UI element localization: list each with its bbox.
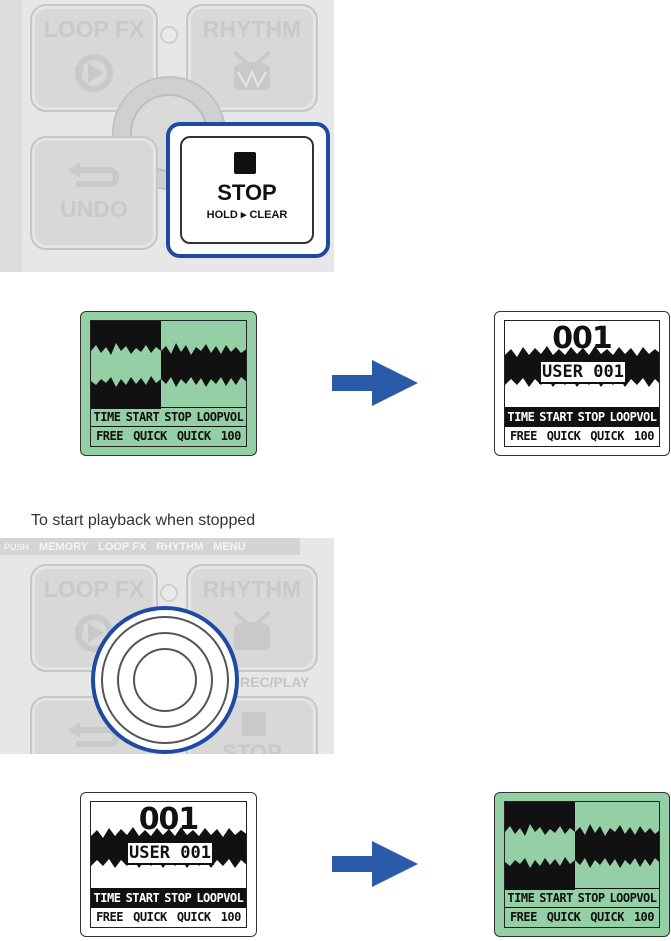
footswitch-highlight	[91, 606, 239, 754]
value-stop: QUICK	[176, 429, 211, 443]
header-stop: STOP	[577, 891, 605, 905]
arrow-right-icon	[332, 360, 418, 406]
undo-label: UNDO	[60, 196, 128, 222]
header-time: TIME	[93, 891, 121, 905]
value-stop: QUICK	[176, 910, 211, 924]
stop-label: STOP	[222, 740, 282, 754]
footswitch-inner-ring	[117, 632, 213, 728]
led-indicator	[160, 26, 178, 44]
lcd-screen-loop-d: TIME START STOP LOOPVOL FREE QUICK QUICK…	[494, 792, 670, 937]
undo-arrow-icon	[68, 162, 120, 187]
section-caption: To start playback when stopped	[31, 512, 256, 529]
footswitch-center	[133, 648, 197, 712]
lcd-display: 001 USER 001 TIME START STOP LOOPVOL FRE…	[504, 320, 660, 447]
lcd-screen-stopped-b: 001 USER 001 TIME START STOP LOOPVOL FRE…	[494, 311, 670, 456]
header-time: TIME	[93, 410, 121, 424]
value-loopvol: 100	[220, 910, 242, 924]
stop-button[interactable]: STOP HOLD ▸ CLEAR	[180, 136, 314, 244]
value-start: QUICK	[546, 429, 581, 443]
arrow-right-icon	[332, 841, 418, 887]
value-stop: QUICK	[590, 910, 624, 924]
value-time: FREE	[509, 429, 537, 443]
stop-square-icon	[234, 152, 256, 174]
waveform-graphic	[505, 802, 659, 890]
undo-button[interactable]: UNDO	[30, 136, 158, 250]
recplay-label: REC/PLAY	[240, 674, 310, 690]
value-time: FREE	[96, 910, 123, 924]
value-start: QUICK	[133, 429, 167, 443]
header-stop: STOP	[577, 410, 605, 424]
header-loopvol: LOOPVOL	[609, 891, 657, 905]
hold-clear-label: HOLD ▸ CLEAR	[206, 209, 288, 221]
header-start: START	[125, 891, 160, 905]
rhythm-button[interactable]: RHYTHM	[186, 564, 318, 672]
parameter-values: FREE QUICK QUICK 100	[91, 907, 246, 926]
lcd-display: TIME START STOP LOOPVOL FREE QUICK QUICK…	[90, 320, 247, 447]
value-start: QUICK	[546, 910, 581, 924]
parameter-values: FREE QUICK QUICK 100	[505, 426, 659, 445]
label-memory: MEMORY	[39, 540, 89, 553]
parameter-headers: TIME START STOP LOOPVOL	[505, 407, 659, 426]
value-loopvol: 100	[633, 429, 655, 443]
stop-label: STOP	[217, 180, 277, 205]
parameter-table: TIME START STOP LOOPVOL FREE QUICK QUICK…	[91, 888, 246, 927]
memory-number: 001	[138, 802, 200, 837]
parameter-values: FREE QUICK QUICK 100	[91, 426, 246, 445]
value-start: QUICK	[133, 910, 167, 924]
header-loopvol: LOOPVOL	[609, 410, 657, 424]
parameter-table: TIME START STOP LOOPVOL FREE QUICK QUICK…	[91, 407, 246, 446]
push-label: PUSH	[4, 541, 30, 552]
lcd-display: TIME START STOP LOOPVOL FREE QUICK QUICK…	[504, 801, 660, 928]
label-loopfx: LOOP FX	[98, 540, 147, 553]
lcd-screen-stopped-c: 001 USER 001 TIME START STOP LOOPVOL FRE…	[80, 792, 257, 937]
value-time: FREE	[509, 910, 537, 924]
drum-icon	[232, 610, 272, 650]
header-stop: STOP	[164, 891, 192, 905]
waveform-graphic	[91, 321, 246, 409]
header-start: START	[125, 410, 160, 424]
lcd-screen-loop-a: TIME START STOP LOOPVOL FREE QUICK QUICK…	[80, 311, 257, 456]
drum-icon	[232, 50, 272, 90]
memory-name: USER 001	[126, 841, 214, 865]
parameter-headers: TIME START STOP LOOPVOL	[505, 888, 659, 907]
bottom-pedal: PUSH MEMORY LOOP FX RHYTHM MENU LOOP FX …	[0, 538, 334, 754]
loopfx-label: LOOP FX	[43, 16, 145, 42]
header-loopvol: LOOPVOL	[196, 891, 244, 905]
led-indicator	[160, 584, 178, 602]
parameter-table: TIME START STOP LOOPVOL FREE QUICK QUICK…	[505, 407, 659, 446]
function-label-bar: PUSH MEMORY LOOP FX RHYTHM MENU	[0, 538, 300, 555]
parameter-headers: TIME START STOP LOOPVOL	[91, 888, 246, 907]
header-loopvol: LOOPVOL	[196, 410, 244, 424]
undo-arrow-icon	[68, 722, 120, 747]
header-start: START	[539, 410, 573, 424]
stop-square-icon	[242, 712, 266, 736]
loopfx-button[interactable]: LOOP FX	[30, 4, 158, 112]
loopfx-label: LOOP FX	[43, 576, 145, 602]
header-stop: STOP	[164, 410, 192, 424]
header-time: TIME	[507, 891, 535, 905]
rhythm-label: RHYTHM	[202, 576, 302, 602]
parameter-table: TIME START STOP LOOPVOL FREE QUICK QUICK…	[505, 888, 659, 927]
footswitch[interactable]	[101, 616, 229, 744]
loop-play-icon	[74, 54, 113, 92]
header-time: TIME	[507, 410, 535, 424]
memory-name: USER 001	[539, 360, 627, 384]
rhythm-label: RHYTHM	[202, 16, 302, 42]
value-stop: QUICK	[590, 429, 624, 443]
value-time: FREE	[96, 429, 123, 443]
parameter-headers: TIME START STOP LOOPVOL	[91, 407, 246, 426]
value-loopvol: 100	[220, 429, 242, 443]
lcd-display: 001 USER 001 TIME START STOP LOOPVOL FRE…	[90, 801, 247, 928]
header-start: START	[539, 891, 573, 905]
value-loopvol: 100	[633, 910, 655, 924]
memory-number: 001	[552, 321, 613, 356]
label-menu: MENU	[213, 540, 246, 553]
stop-button-highlight: STOP HOLD ▸ CLEAR	[166, 122, 330, 258]
parameter-values: FREE QUICK QUICK 100	[505, 907, 659, 926]
label-rhythm: RHYTHM	[156, 540, 204, 553]
top-pedal: LOOP FX RHYTHM UNDO STOP	[0, 0, 334, 272]
